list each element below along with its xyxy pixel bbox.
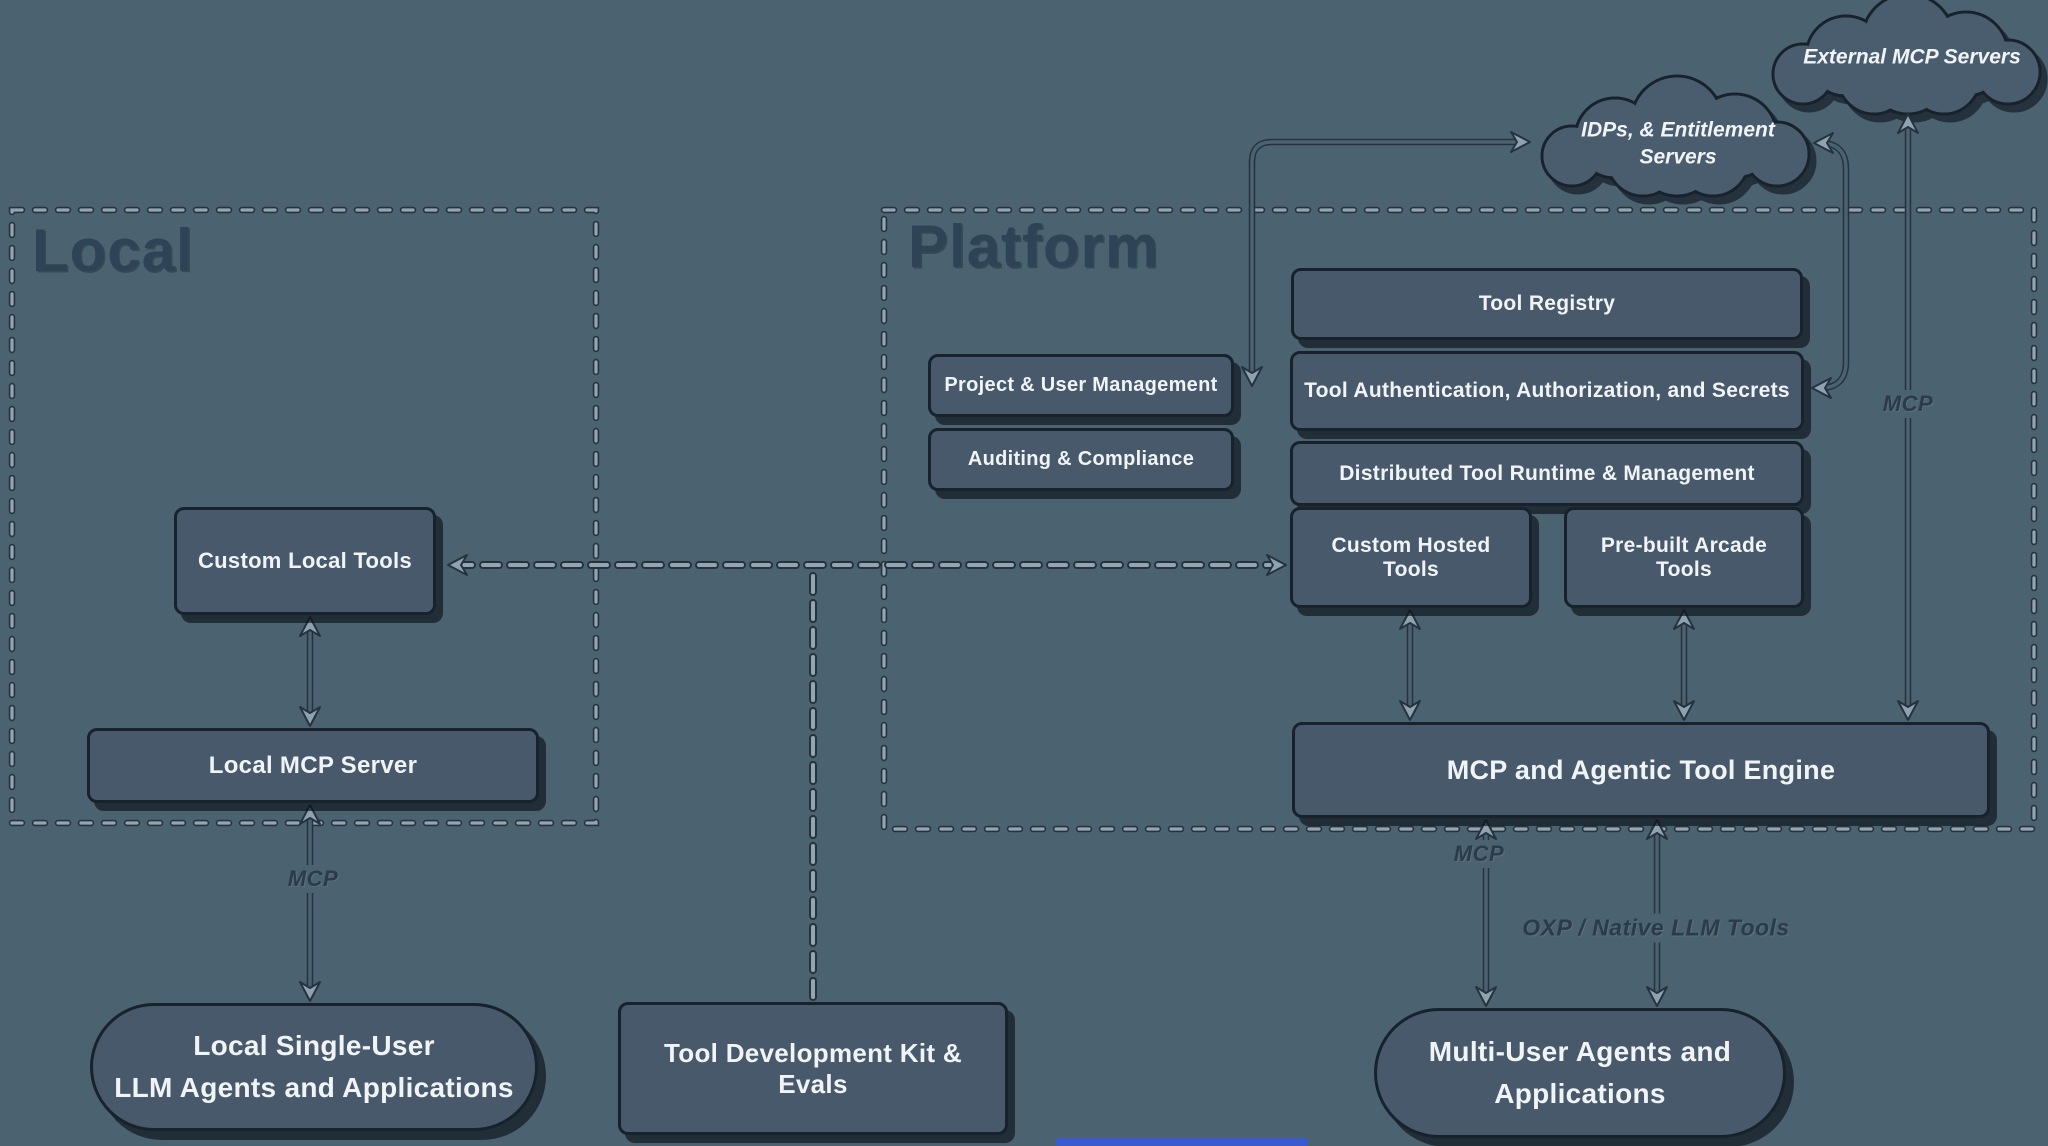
pill-multi-user-line1: Multi-User Agents and: [1428, 1036, 1732, 1068]
edge-toolauth-idps: [1811, 132, 1850, 399]
edge-engine-agents-oxp: [1646, 819, 1668, 1007]
bottom-blue-bar: [1056, 1138, 1308, 1146]
box-mcp-agentic-tool-engine: MCP and Agentic Tool Engine: [1292, 722, 1990, 818]
pill-local-single-user-line1: Local Single-User: [193, 1030, 435, 1062]
box-tool-authentication-label: Tool Authentication, Authorization, and …: [1304, 379, 1790, 402]
edge-label-mcp-engine-agents: MCP: [1447, 840, 1511, 868]
box-mcp-agentic-tool-engine-label: MCP and Agentic Tool Engine: [1446, 754, 1836, 785]
box-project-user-management: Project & User Management: [928, 354, 1234, 417]
pill-multi-user-line2: Applications: [1494, 1077, 1666, 1109]
pill-local-single-user-line2: LLM Agents and Applications: [114, 1071, 514, 1103]
box-local-mcp-server: Local MCP Server: [87, 728, 539, 803]
edge-label-mcp-local: MCP: [281, 865, 345, 893]
local-zone-title: Local: [32, 217, 194, 284]
edge-label-oxp-native-llm-tools: OXP / Native LLM Tools: [1516, 913, 1796, 943]
pill-multi-user-agents: Multi-User Agents and Applications: [1374, 1008, 1786, 1138]
box-prebuilt-arcade-tools-label: Pre-built Arcade Tools: [1600, 533, 1768, 581]
box-tool-registry: Tool Registry: [1291, 268, 1803, 340]
edge-hosted-engine: [1399, 609, 1421, 721]
box-auditing-compliance-label: Auditing & Compliance: [967, 448, 1195, 470]
box-custom-local-tools-label: Custom Local Tools: [197, 548, 412, 573]
box-auditing-compliance: Auditing & Compliance: [928, 428, 1234, 491]
box-tool-authentication: Tool Authentication, Authorization, and …: [1290, 351, 1804, 431]
edge-customlocal-localmcp: [299, 616, 321, 727]
platform-zone-border: [880, 206, 2038, 833]
idps-cloud-label-line2: Servers: [1639, 146, 1717, 169]
box-prebuilt-arcade-tools: Pre-built Arcade Tools: [1564, 507, 1804, 608]
edge-projectmgmt-idps: [1241, 131, 1531, 387]
box-tool-development-kit-label: Tool Development Kit & Evals: [664, 1037, 962, 1099]
box-custom-hosted-tools-label: Custom Hosted Tools: [1331, 533, 1491, 581]
box-distributed-tool-runtime: Distributed Tool Runtime & Management: [1290, 441, 1804, 506]
edge-engine-agents-mcp: [1475, 819, 1497, 1007]
platform-zone-title: Platform: [908, 213, 1160, 280]
box-custom-hosted-tools: Custom Hosted Tools: [1290, 507, 1532, 608]
external-mcp-servers-cloud-label: External MCP Servers: [1803, 45, 2021, 69]
pill-local-single-user-agents: Local Single-User LLM Agents and Applica…: [90, 1003, 538, 1131]
edge-label-mcp-external: MCP: [1876, 390, 1940, 418]
idps-entitlement-servers-cloud: [1540, 74, 1811, 198]
box-tool-registry-label: Tool Registry: [1478, 292, 1616, 315]
idps-cloud-label: IDPs, & Entitlement Servers: [1581, 117, 1775, 172]
idps-cloud-label-line1: IDPs, & Entitlement: [1581, 118, 1775, 142]
external-mcp-servers-cloud: [1771, 0, 2042, 116]
box-project-user-management-label: Project & User Management: [944, 374, 1218, 396]
box-distributed-tool-runtime-label: Distributed Tool Runtime & Management: [1339, 461, 1755, 485]
box-local-mcp-server-label: Local MCP Server: [208, 751, 418, 779]
edge-dashed-local-hosted: [447, 554, 1287, 576]
box-custom-local-tools: Custom Local Tools: [174, 507, 436, 615]
edge-localmcp-localagents: [299, 804, 321, 1002]
box-tool-development-kit: Tool Development Kit & Evals: [618, 1002, 1008, 1135]
edge-prebuilt-engine: [1673, 609, 1695, 721]
